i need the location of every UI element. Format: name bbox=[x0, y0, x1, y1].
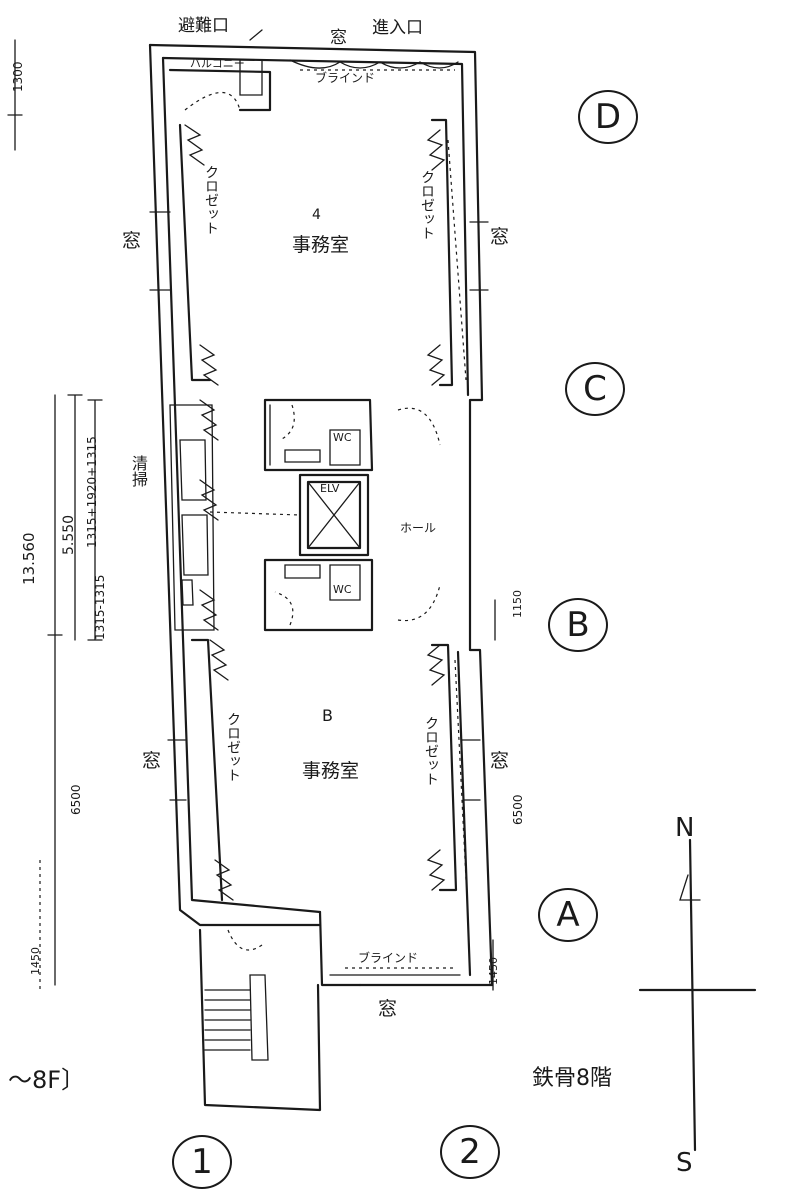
right-dimension-lines bbox=[492, 599, 496, 991]
compass-north-label: N bbox=[675, 813, 695, 843]
blind-label-top: ブラインド bbox=[315, 71, 376, 85]
dimension-core-split: 1315+1920+1315 bbox=[85, 436, 99, 548]
left-dimension-lines bbox=[7, 39, 103, 990]
compass-south-label: S bbox=[676, 1148, 693, 1178]
window-label-top: 窓 bbox=[330, 28, 347, 48]
grid-bubble-c: C bbox=[565, 362, 625, 416]
dimension-top: 1300 bbox=[11, 61, 25, 92]
closet-label-b-right: クロゼット bbox=[423, 716, 439, 786]
window-label-left-a: 窓 bbox=[122, 230, 142, 252]
wc-label-lower: WC bbox=[333, 583, 352, 596]
structure-label: 鉄骨8階 bbox=[532, 1066, 612, 1091]
dimension-core: 5.550 bbox=[61, 514, 77, 555]
grid-bubble-a: A bbox=[538, 888, 598, 942]
window-label-left-b: 窓 bbox=[142, 750, 162, 772]
grid-bubble-b: B bbox=[548, 598, 608, 652]
closet-label-a-right: クロゼット bbox=[419, 170, 435, 240]
dimension-core-split-b: 1315-1315 bbox=[93, 574, 107, 640]
elevator-label: ELV bbox=[320, 482, 340, 495]
dimension-end-left: 1450 bbox=[29, 947, 42, 975]
dimension-end-right: 1450 bbox=[487, 957, 500, 985]
window-label-bottom: 窓 bbox=[378, 998, 398, 1020]
room-b-number: B bbox=[322, 706, 333, 725]
window-ticks bbox=[149, 211, 489, 801]
dimension-total: 13.560 bbox=[20, 532, 38, 586]
cleaning-storage bbox=[169, 404, 215, 631]
outer-walls bbox=[148, 43, 494, 987]
cleaning-label: 清掃 bbox=[129, 455, 148, 487]
dimension-hall: 1150 bbox=[511, 590, 524, 618]
room-a-name: 事務室 bbox=[292, 234, 350, 256]
closet-label-b-left: クロゼット bbox=[225, 712, 241, 782]
floor-label: 〜8F〕 bbox=[8, 1066, 86, 1094]
staircase bbox=[198, 928, 461, 1112]
hall-label: ホール bbox=[400, 521, 437, 535]
blind-label-bottom: ブラインド bbox=[358, 951, 419, 965]
escape-exit-label: 避難口 bbox=[178, 16, 229, 36]
grid-bubble-1: 1 bbox=[172, 1135, 232, 1189]
window-label-right-a: 窓 bbox=[490, 226, 510, 248]
compass bbox=[638, 838, 757, 1152]
closet-label-a-left: クロゼット bbox=[203, 165, 219, 235]
room-a-number: 4 bbox=[312, 207, 321, 223]
entrance-label: 進入口 bbox=[372, 18, 423, 38]
dimension-bay-left: 6500 bbox=[69, 784, 83, 815]
wc-label-upper: WC bbox=[333, 431, 352, 444]
closet-walls bbox=[178, 118, 467, 902]
building-core bbox=[209, 398, 441, 632]
room-b-name: 事務室 bbox=[302, 760, 360, 782]
balcony-label: バルコニー bbox=[190, 57, 245, 70]
grid-bubble-2: 2 bbox=[440, 1125, 500, 1179]
dimension-bay-right: 6500 bbox=[511, 794, 525, 825]
window-label-right-b: 窓 bbox=[490, 750, 510, 772]
grid-bubble-d: D bbox=[578, 90, 638, 144]
balcony-area bbox=[168, 29, 459, 112]
